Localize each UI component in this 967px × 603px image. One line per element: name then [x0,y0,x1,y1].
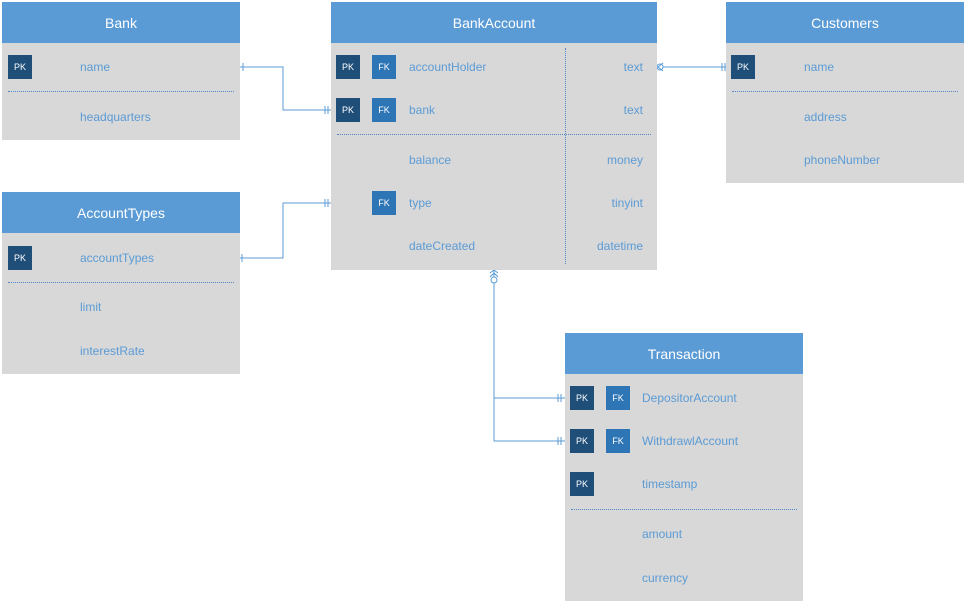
fk-badge: FK [372,98,396,122]
notation-bankaccount-zero-bottom [490,276,498,284]
entity-accounttypes[interactable]: AccountTypes PK accountTypes limit inter… [2,192,240,374]
pk-badge: PK [336,98,360,122]
key-separator [8,282,234,283]
field-name: name [80,60,111,74]
connector-bank-to-bankaccount [235,66,333,111]
entity-bankaccount[interactable]: BankAccount PK FK accountHolder text PK … [331,2,657,270]
field-accounttypes: accountTypes [80,251,155,265]
field-datecreated: dateCreated [409,239,476,253]
connector-bankaccount-to-transaction-depositor [493,270,566,399]
notation-bankaccount-crow-bottom-2 [489,272,499,278]
field-headquarters: headquarters [80,110,151,124]
key-separator [732,91,958,92]
field-accountholder-type: text [623,60,643,74]
entity-customers[interactable]: Customers PK name address phoneNumber [726,2,964,183]
field-datecreated-type: datetime [596,239,643,253]
notation-bankaccount-crow-bottom [489,269,499,274]
field-currency: currency [642,571,689,585]
key-separator [8,91,234,92]
field-bank-type: text [623,103,643,117]
notation-bankaccount-crow [657,62,664,72]
field-bank: bank [409,103,436,117]
field-limit: limit [80,300,102,314]
connector-accounttypes-to-bankaccount [235,202,333,259]
field-depositoraccount: DepositorAccount [642,391,737,405]
field-withdrawlaccount: WithdrawlAccount [642,434,739,448]
entity-customers-title: Customers [726,2,964,43]
field-name: name [804,60,835,74]
field-phonenumber: phoneNumber [804,153,881,167]
fk-badge: FK [606,429,630,453]
key-separator [337,134,651,135]
pk-badge: PK [570,429,594,453]
field-address: address [804,110,847,124]
field-amount: amount [642,527,683,541]
connector-bankaccount-to-transaction-withdrawl [493,398,566,442]
pk-badge: PK [731,55,755,79]
fk-badge: FK [372,191,396,215]
field-type-type: tinyint [611,196,643,210]
entity-bankaccount-title: BankAccount [331,2,657,43]
field-type: type [409,196,432,210]
notation-bankaccount-zero [656,63,664,71]
field-interestrate: interestRate [80,344,145,358]
key-separator [571,509,797,510]
pk-badge: PK [570,386,594,410]
fk-badge: FK [372,55,396,79]
field-timestamp: timestamp [642,477,698,491]
field-accountholder: accountHolder [409,60,487,74]
pk-badge: PK [336,55,360,79]
entity-accounttypes-title: AccountTypes [2,192,240,233]
entity-transaction-title: Transaction [565,333,803,374]
entity-bank-title: Bank [2,2,240,43]
pk-badge: PK [570,472,594,496]
entity-transaction[interactable]: Transaction PK FK DepositorAccount PK FK… [565,333,803,601]
pk-badge: PK [8,246,32,270]
fk-badge: FK [606,386,630,410]
field-balance-type: money [606,153,643,167]
field-balance: balance [409,153,452,167]
entity-bank[interactable]: Bank PK name headquarters [2,2,240,140]
type-column-separator [565,48,566,264]
pk-badge: PK [8,55,32,79]
